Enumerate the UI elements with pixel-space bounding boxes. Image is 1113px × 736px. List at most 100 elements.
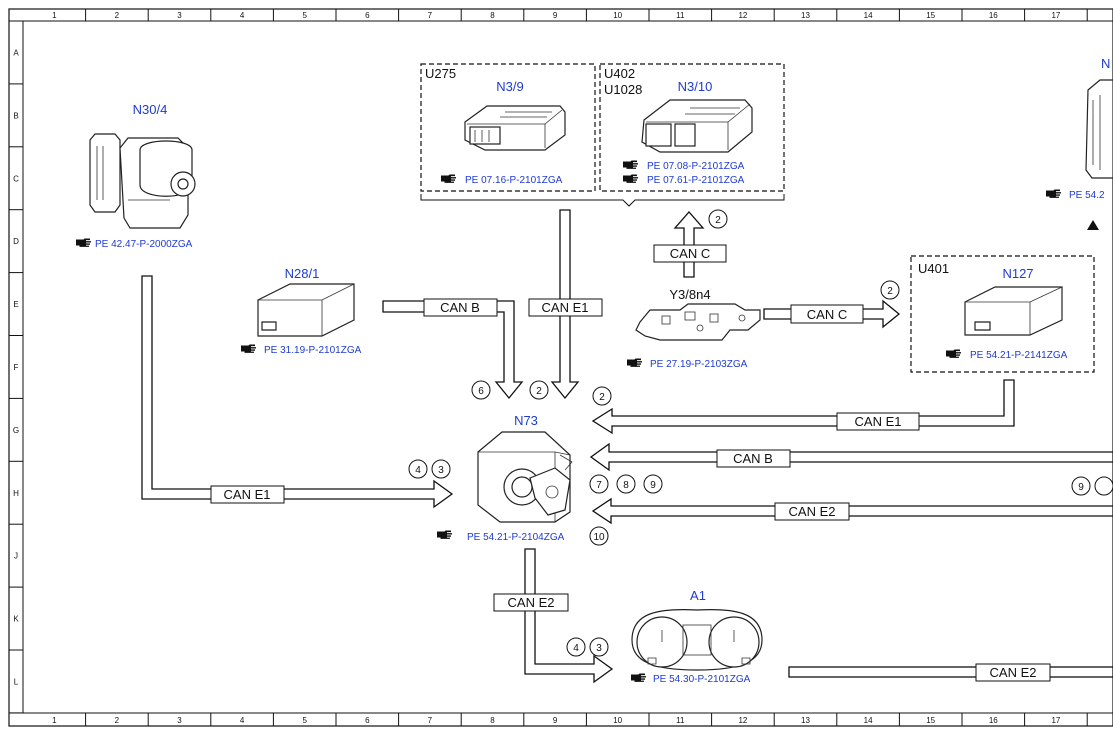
wire-can-e2-down — [524, 548, 614, 684]
ref-a1[interactable]: PE 54.30-P-2101ZGA — [653, 674, 751, 685]
component-n127[interactable]: N127 PE 54.21-P-2141ZGA — [946, 266, 1068, 361]
component-n3-10[interactable]: N3/10 PE 07.08-P-2101ZGA PE 07.61-P-2101… — [623, 79, 753, 186]
grid-column-label: 4 — [240, 11, 245, 20]
grid-row-label: C — [13, 174, 19, 183]
circle-2a: 2 — [536, 386, 542, 397]
ignition-switch-icon — [477, 431, 573, 523]
grid-column-label: 17 — [1051, 11, 1060, 20]
hand-pointer-icon — [631, 673, 646, 682]
component-label-n3-9: N3/9 — [496, 79, 523, 94]
wire-can-e2-bottom — [788, 666, 1113, 678]
ref-n30-4[interactable]: PE 42.47-P-2000ZGA — [95, 239, 193, 250]
bus-label-can-e1-right: CAN E1 — [855, 414, 902, 429]
component-y3-8n4[interactable]: Y3/8n4 PE 27.19-P-2103ZGA — [627, 287, 761, 370]
component-a1[interactable]: A1 PE 54.30-P-2101ZGA — [631, 588, 763, 685]
circle-7: 7 — [596, 480, 602, 491]
grid-column-label: 9 — [553, 716, 558, 725]
group-label-u401: U401 — [918, 261, 949, 276]
circle-9a: 9 — [650, 480, 656, 491]
hand-pointer-icon — [623, 174, 638, 183]
abs-unit-icon — [89, 133, 196, 229]
ref-right-partial[interactable]: PE 54.2 — [1069, 190, 1105, 201]
circle-3a: 3 — [438, 465, 444, 476]
grid-column-label: 3 — [177, 716, 182, 725]
bus-label-can-c-right: CAN C — [807, 307, 847, 322]
circle-partial-right — [1094, 476, 1113, 496]
grid-column-label: 16 — [989, 716, 998, 725]
component-n28-1[interactable]: N28/1 PE 31.19-P-2101ZGA — [241, 266, 362, 356]
grid-column-label: 13 — [801, 11, 810, 20]
ref-n127[interactable]: PE 54.21-P-2141ZGA — [970, 350, 1068, 361]
component-right-partial[interactable]: N PE 54.2 — [1046, 56, 1113, 230]
hand-pointer-icon — [437, 530, 452, 539]
grid-column-label: 6 — [365, 11, 370, 20]
grid-row-label: G — [13, 426, 19, 435]
module-icon-partial — [1085, 79, 1113, 179]
group-u402 — [599, 63, 785, 192]
grid-column-label: 2 — [115, 11, 120, 20]
component-n30-4[interactable]: N30/4 PE 42.47-P-2000ZGA — [76, 102, 196, 250]
ref-y3-8n4[interactable]: PE 27.19-P-2103ZGA — [650, 359, 748, 370]
ecu-icon-n3-9 — [464, 105, 566, 151]
ref-n3-10-a[interactable]: PE 07.08-P-2101ZGA — [647, 161, 745, 172]
component-label-a1: A1 — [690, 588, 706, 603]
grid-column-label: 10 — [613, 716, 622, 725]
group-label-u1028: U1028 — [604, 82, 642, 97]
grid-column-label: 7 — [428, 716, 433, 725]
circle-9b: 9 — [1078, 482, 1084, 493]
grid-column-label: 8 — [490, 11, 495, 20]
ref-n3-10-b[interactable]: PE 07.61-P-2101ZGA — [647, 175, 745, 186]
circle-3b: 3 — [596, 643, 602, 654]
ref-n73[interactable]: PE 54.21-P-2104ZGA — [467, 532, 565, 543]
hand-pointer-icon — [627, 358, 642, 367]
grid-column-label: 2 — [115, 716, 120, 725]
hand-pointer-icon — [623, 160, 638, 169]
component-n73[interactable]: N73 PE 54.21-P-2104ZGA — [437, 413, 573, 543]
grid-column-label: 8 — [490, 716, 495, 725]
grid-column-label: 5 — [302, 11, 307, 20]
grid-column-label: 3 — [177, 11, 182, 20]
group-u401 — [910, 255, 1095, 373]
grid-column-label: 14 — [864, 11, 873, 20]
wire-can-e2-right — [591, 497, 1113, 525]
circle-10: 10 — [593, 532, 605, 543]
grid-column-label: 11 — [676, 716, 685, 725]
grid-column-labels: 1122334455667788991010111112121313141415… — [52, 9, 1088, 726]
bus-label-can-b-right: CAN B — [733, 451, 773, 466]
grid-row-label: L — [14, 677, 19, 686]
ref-n28-1[interactable]: PE 31.19-P-2101ZGA — [264, 345, 362, 356]
component-n3-9[interactable]: N3/9 PE 07.16-P-2101ZGA — [441, 79, 566, 186]
wire-can-e1-right — [591, 379, 1015, 435]
bus-label-can-e2-bottom: CAN E2 — [990, 665, 1037, 680]
ref-n3-9[interactable]: PE 07.16-P-2101ZGA — [465, 175, 563, 186]
wire-can-e1-left — [141, 275, 454, 509]
grid-column-label: 1 — [52, 11, 57, 20]
grid-column-label: 5 — [302, 716, 307, 725]
grid-column-label: 6 — [365, 716, 370, 725]
group-brace — [420, 194, 785, 207]
grid-column-label: 12 — [738, 11, 747, 20]
bus-label-can-c-up: CAN C — [670, 246, 710, 261]
component-label-n127: N127 — [1002, 266, 1033, 281]
hand-pointer-icon — [241, 344, 256, 353]
grid-row-label: K — [13, 615, 19, 624]
grid-row-label: F — [14, 363, 19, 372]
circle-can-c-up: 2 — [715, 215, 721, 226]
bus-label-can-e1-left: CAN E1 — [224, 487, 271, 502]
bus-label-can-e1-top: CAN E1 — [542, 300, 589, 315]
circle-n127: 2 — [887, 286, 893, 297]
hand-pointer-icon — [76, 238, 91, 247]
group-u275 — [420, 63, 596, 192]
bus-label-can-e2-down: CAN E2 — [508, 595, 555, 610]
grid-row-label: H — [13, 489, 19, 498]
grid-row-label: A — [13, 48, 19, 57]
component-label-n73: N73 — [514, 413, 538, 428]
wire-can-b-right — [589, 442, 1113, 472]
hand-pointer-icon — [946, 349, 961, 358]
grid-row-label: E — [13, 300, 18, 309]
circle-4b: 4 — [573, 643, 579, 654]
grid-column-label: 16 — [989, 11, 998, 20]
grid-column-label: 10 — [613, 11, 622, 20]
valve-body-icon — [635, 303, 761, 341]
